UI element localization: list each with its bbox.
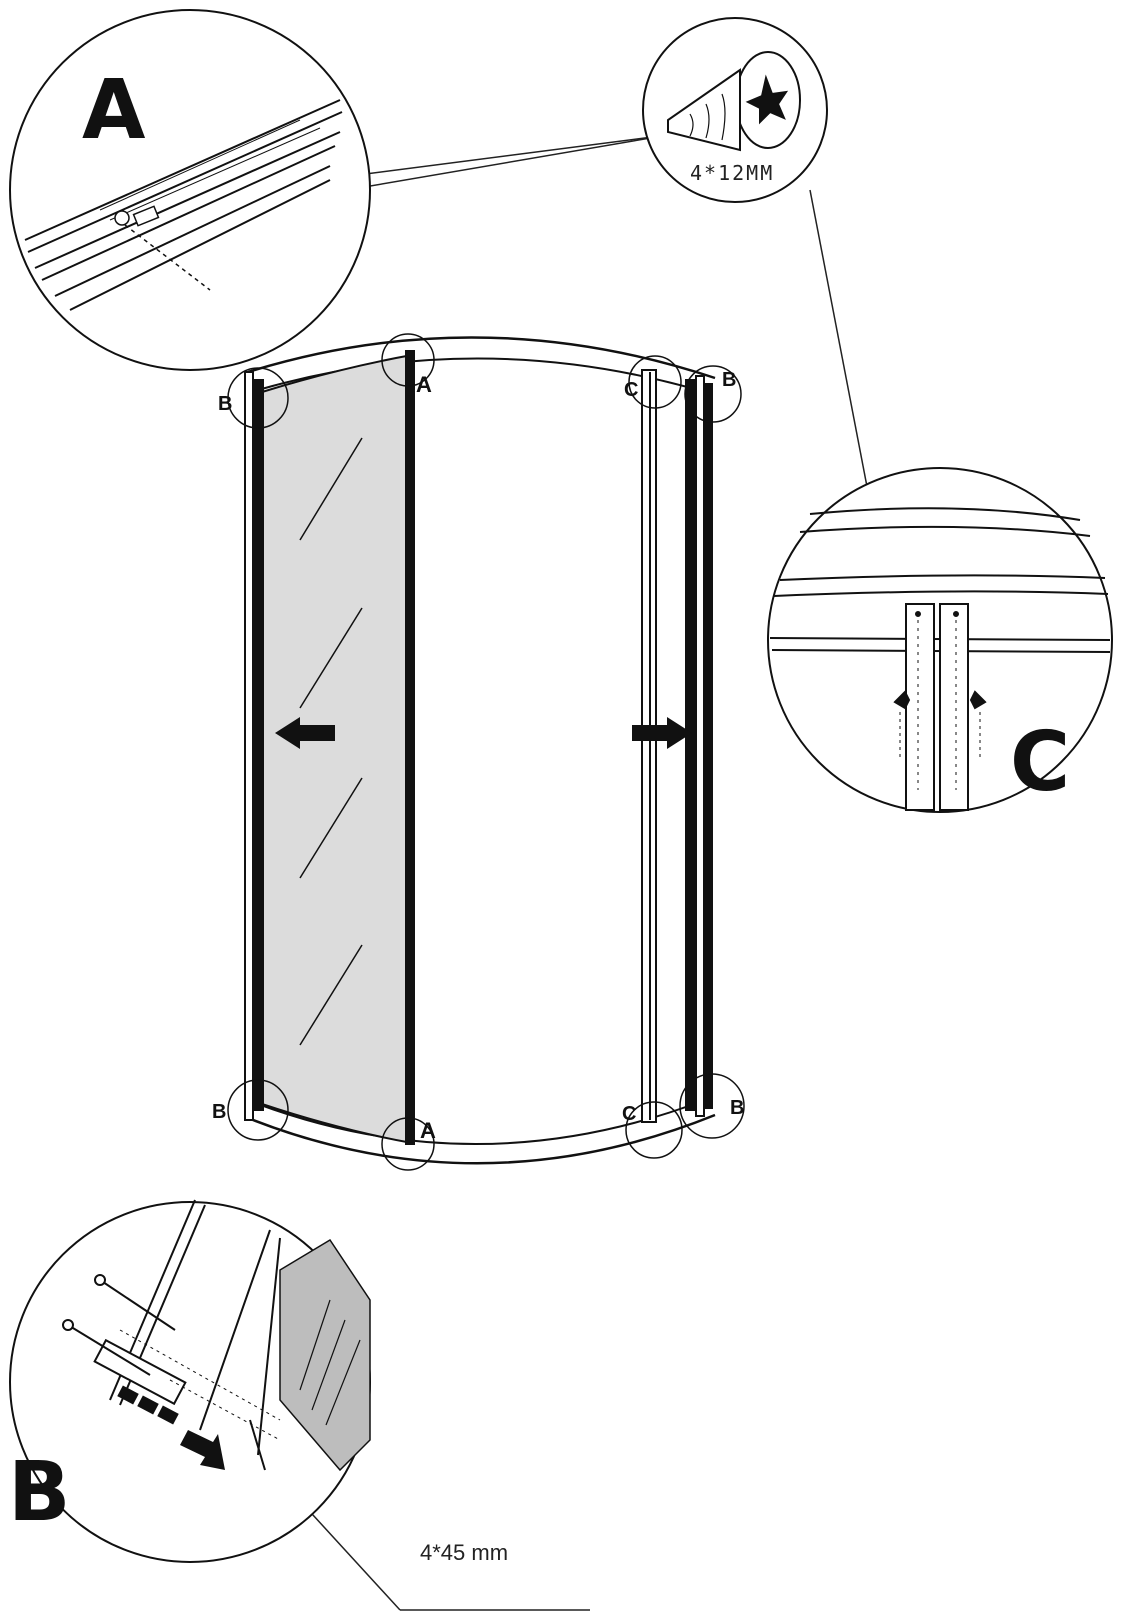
- left-glass-panel: [261, 353, 413, 1145]
- marker-circle-b-top-left: [227, 367, 289, 429]
- marker-a-top: A: [416, 372, 432, 397]
- marker-c-top: C: [624, 379, 638, 401]
- detail-b-letter: B: [8, 1445, 71, 1540]
- detail-c-letter: C: [1010, 715, 1070, 810]
- left-arrow-icon: [275, 717, 335, 749]
- screw-icon: [667, 51, 801, 152]
- detail-c-screws: [893, 690, 987, 760]
- left-wall-profile: [244, 371, 264, 1121]
- detail-a-rails: [24, 99, 343, 311]
- shower-enclosure: B A C B B A C B: [212, 333, 745, 1171]
- detail-a-letter: A: [82, 63, 146, 158]
- right-panel-profile: [641, 369, 657, 1123]
- marker-b-top-right: B: [722, 369, 736, 391]
- screw-spec-label: 4*12MM: [690, 161, 774, 185]
- marker-circle-c-bottom: [625, 1101, 683, 1159]
- screw-b-spec-label: 4*45 mm: [420, 1540, 508, 1565]
- detail-a: A: [9, 9, 371, 371]
- marker-c-bottom: C: [622, 1103, 636, 1125]
- marker-circle-a-bottom: [381, 1117, 435, 1171]
- screw-detail: 4*12MM: [642, 17, 828, 203]
- marker-circle-b-top-right: [684, 365, 742, 423]
- detail-b-glass-reflections: [299, 1299, 361, 1426]
- marker-circles: [227, 333, 745, 1171]
- detail-a-screw: [114, 205, 211, 291]
- glass-reflections: [299, 437, 363, 1046]
- marker-b-top-left: B: [218, 393, 232, 415]
- marker-b-bottom-left: B: [212, 1101, 226, 1123]
- marker-circle-b-bottom-left: [227, 1079, 289, 1141]
- marker-circle-a-top: [381, 333, 435, 387]
- detail-c: C: [767, 467, 1113, 813]
- center-door-profile: [405, 350, 415, 1145]
- detail-b-profile: [62, 1199, 281, 1471]
- detail-b-arrow-icon: [180, 1430, 225, 1470]
- detail-a-circle: [9, 9, 371, 371]
- detail-b-glass: [279, 1238, 371, 1472]
- detail-b: B: [8, 1199, 371, 1563]
- marker-a-bottom: A: [420, 1118, 436, 1143]
- right-arrow-icon: [632, 717, 692, 749]
- bottom-track-outer: [247, 1113, 716, 1165]
- marker-b-bottom-right: B: [730, 1097, 744, 1119]
- top-track-outer: [247, 336, 716, 380]
- right-wall-profile: [685, 375, 713, 1117]
- marker-circle-b-bottom-right: [679, 1073, 745, 1139]
- marker-circle-c-top: [628, 355, 682, 409]
